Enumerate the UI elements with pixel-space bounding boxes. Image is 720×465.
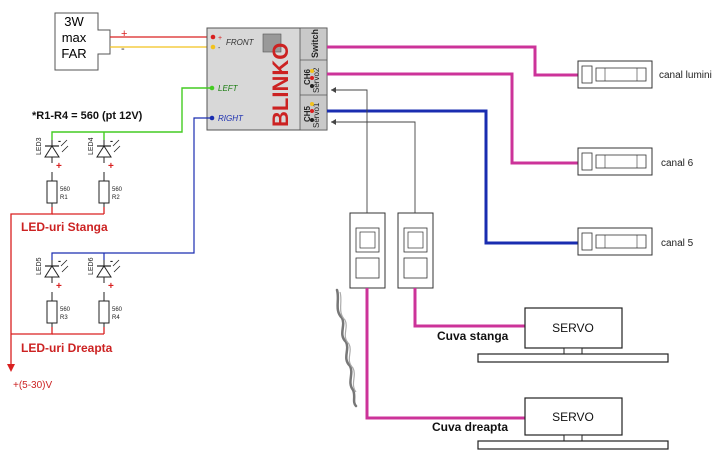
- led6-plus: +: [108, 281, 114, 292]
- led4: [96, 139, 121, 207]
- led3-minus: -: [58, 136, 61, 146]
- label-canal-5: canal 5: [661, 238, 694, 249]
- module-connector-strip: [299, 27, 328, 131]
- servo-dreapta-label: SERVO: [552, 410, 594, 424]
- servo-dreapta-caption: Cuva dreapta: [432, 420, 508, 434]
- resistor-note: *R1-R4 = 560 (pt 12V): [32, 110, 143, 122]
- r3-value: 560: [60, 307, 71, 313]
- switch-section-label: Switch: [310, 29, 320, 58]
- group-label-stanga: LED-uri Stanga: [21, 220, 108, 234]
- servo-stanga-caption: Cuva stanga: [437, 329, 509, 343]
- servo-stanga-label: SERVO: [552, 321, 594, 335]
- wire-servo2-signal: [331, 89, 368, 213]
- wire-left: [51, 87, 210, 140]
- led6: [96, 259, 121, 327]
- led5-name: LED5: [36, 257, 43, 275]
- connector-canal-lumini: [577, 60, 653, 89]
- module-brand: BLINKO: [268, 43, 293, 127]
- right-pin: [209, 115, 215, 121]
- far-plus-sign: +: [121, 28, 127, 40]
- wire-canal-lumini: [327, 45, 578, 77]
- led3: [44, 139, 69, 207]
- servo1-section-label: Servo1: [312, 102, 321, 128]
- far-minus-sign: -: [121, 43, 125, 55]
- connector-canal-5: [577, 227, 653, 256]
- front-connector-block: [262, 33, 282, 53]
- r4-value: 560: [112, 307, 123, 313]
- blinko-module: + - FRONT LEFT RIGHT BLINKO Switch CH6 S…: [206, 27, 328, 131]
- wire-canal-5: [327, 109, 578, 245]
- servo-dreapta: [477, 397, 669, 450]
- wire-servo1-signal: [331, 121, 416, 213]
- front-plus-pin: [210, 34, 216, 40]
- servo-plug-stanga: [397, 212, 434, 289]
- led3-plus: +: [56, 161, 62, 172]
- r1-value: 560: [60, 187, 71, 193]
- r2-name: R2: [112, 195, 120, 201]
- servo-plug-dreapta: [349, 212, 386, 289]
- wire-supply-rail: [10, 207, 53, 368]
- group-label-dreapta: LED-uri Dreapta: [21, 341, 113, 355]
- led4-minus: -: [110, 136, 113, 146]
- led5: [44, 259, 69, 327]
- left-pin: [209, 85, 215, 91]
- supply-voltage-label: +(5-30)V: [13, 380, 53, 391]
- right-terminal-label: RIGHT: [218, 114, 244, 123]
- front-terminal-label: FRONT: [226, 38, 255, 47]
- label-canal-lumini: canal lumini: [659, 70, 712, 81]
- wire-canal-6: [327, 72, 578, 165]
- far-label-line3: FAR: [61, 46, 86, 61]
- far-label-line1: 3W: [64, 14, 84, 29]
- wire-servo-stanga: [413, 288, 525, 328]
- connector-canal-6: [577, 147, 653, 176]
- front-minus-label: -: [218, 45, 221, 52]
- wire-servo-dreapta: [365, 288, 525, 420]
- led3-name: LED3: [36, 137, 43, 155]
- far-lamp: 3W max FAR + -: [54, 12, 127, 71]
- label-canal-6: canal 6: [661, 158, 694, 169]
- front-minus-pin: [210, 44, 216, 50]
- far-label-line2: max: [62, 30, 87, 45]
- wire-right: [51, 117, 210, 260]
- r3-name: R3: [60, 315, 68, 321]
- front-plus-label: +: [218, 35, 222, 42]
- far-lamp-outline: [54, 12, 111, 71]
- r1-name: R1: [60, 195, 68, 201]
- servo2-section-label: Servo2: [312, 67, 321, 93]
- r2-value: 560: [112, 187, 123, 193]
- led6-minus: -: [110, 256, 113, 266]
- left-terminal-label: LEFT: [218, 84, 239, 93]
- r4-name: R4: [112, 315, 120, 321]
- led6-name: LED6: [88, 257, 95, 275]
- led4-plus: +: [108, 161, 114, 172]
- led5-minus: -: [58, 256, 61, 266]
- led4-name: LED4: [88, 137, 95, 155]
- servo-stanga: [477, 307, 669, 363]
- scribble-mark: [335, 288, 358, 408]
- ch6-section-label: CH6: [303, 68, 312, 85]
- supply-arrow: [7, 364, 15, 372]
- led5-plus: +: [56, 281, 62, 292]
- ch5-section-label: CH5: [303, 105, 312, 122]
